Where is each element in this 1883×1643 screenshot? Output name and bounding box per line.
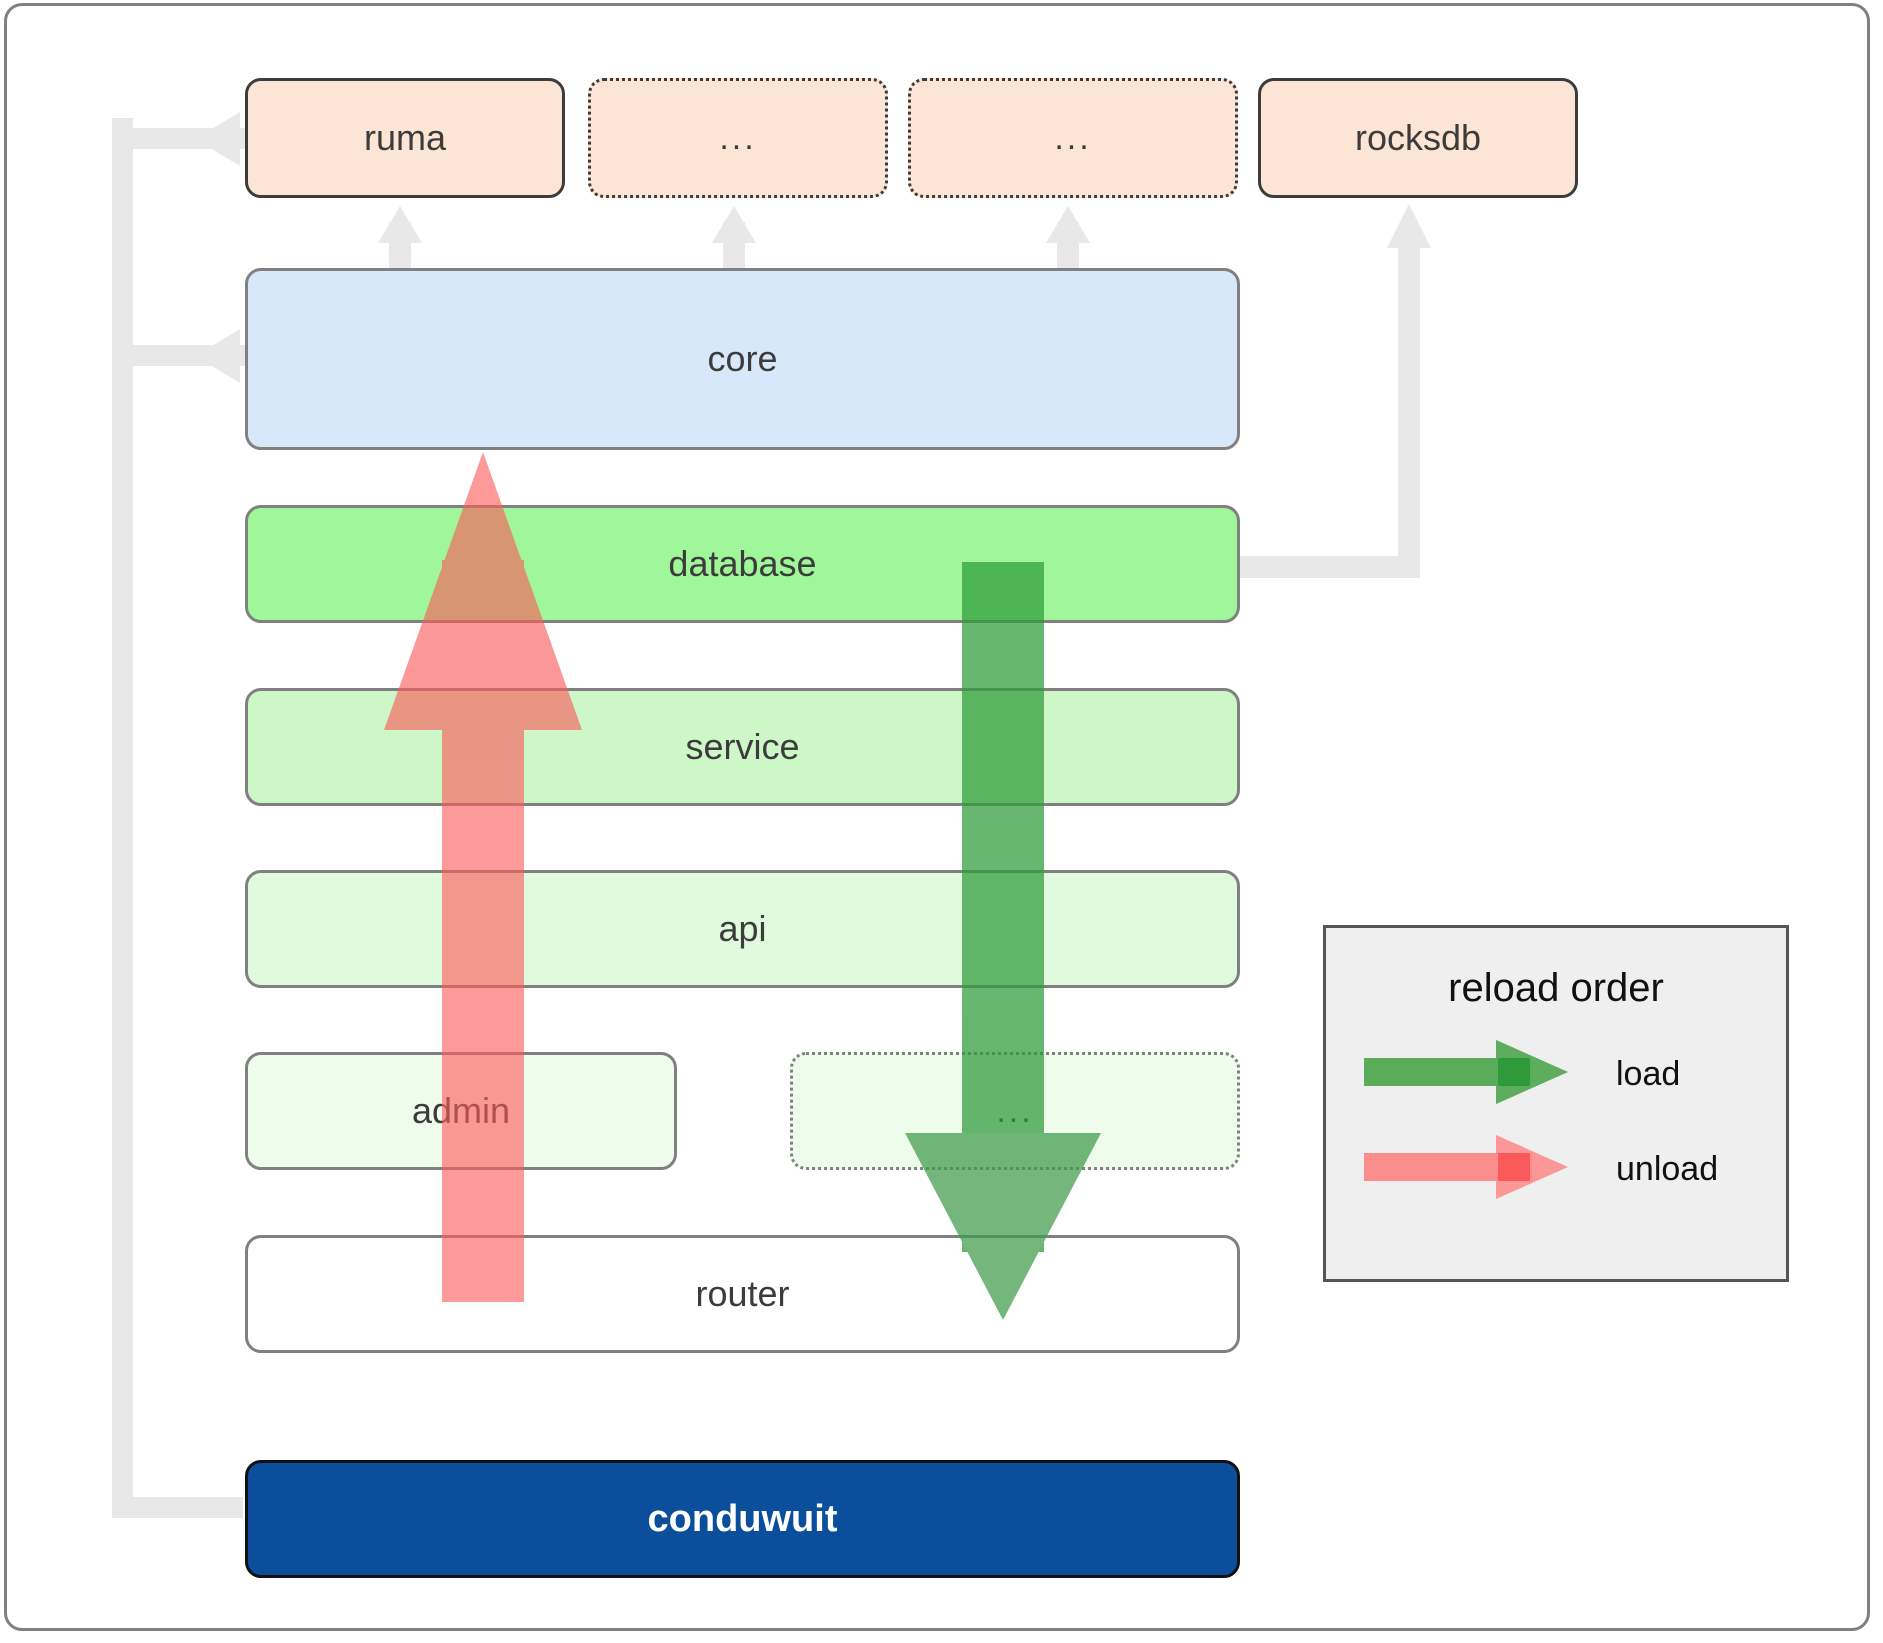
legend-label-unload: unload <box>1616 1150 1719 1188</box>
load-arrow-icon <box>1364 1040 1568 1104</box>
crate-box-core[interactable]: core <box>245 268 1240 450</box>
dependency-box-dots-2[interactable]: ... <box>908 78 1238 198</box>
crate-box-api[interactable]: api <box>245 870 1240 988</box>
crate-box-admin[interactable]: admin <box>245 1052 677 1170</box>
legend-panel: reload order load unload <box>1323 925 1789 1282</box>
crate-label: admin <box>411 1090 511 1131</box>
dependency-label: ruma <box>363 117 447 158</box>
crate-box-dots-3[interactable]: ... <box>790 1052 1240 1170</box>
crate-label: database <box>668 543 817 584</box>
dependency-box-dots-1[interactable]: ... <box>588 78 888 198</box>
dependency-label: ... <box>1054 118 1092 157</box>
crate-label: router <box>695 1273 790 1314</box>
dependency-label: ... <box>719 118 757 157</box>
crate-label: api <box>718 908 767 949</box>
dependency-label: rocksdb <box>1354 117 1482 158</box>
diagram-frame <box>4 3 1870 1631</box>
dependency-box-ruma[interactable]: ruma <box>245 78 565 198</box>
application-label: conduwuit <box>647 1497 838 1540</box>
legend-title: reload order <box>1448 966 1664 1010</box>
application-box-conduwuit[interactable]: conduwuit <box>245 1460 1240 1578</box>
crate-label: ... <box>996 1091 1034 1130</box>
crate-label: service <box>685 726 800 767</box>
legend-arrow-icons <box>1364 1040 1568 1199</box>
unload-arrow-icon <box>1364 1135 1568 1199</box>
crate-box-database[interactable]: database <box>245 505 1240 623</box>
crate-box-service[interactable]: service <box>245 688 1240 806</box>
legend-label-load: load <box>1616 1055 1681 1093</box>
crate-label: core <box>707 338 778 379</box>
crate-box-router[interactable]: router <box>245 1235 1240 1353</box>
dependency-box-rocksdb[interactable]: rocksdb <box>1258 78 1578 198</box>
